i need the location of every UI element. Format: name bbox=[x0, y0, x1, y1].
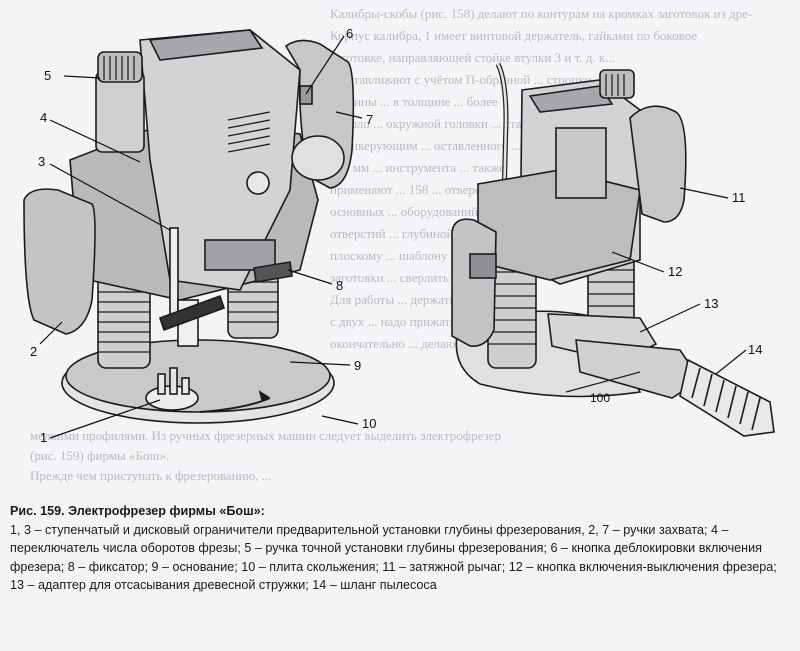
depth-rod bbox=[169, 227, 179, 319]
callout-1: 1 bbox=[40, 430, 47, 445]
callout-5: 5 bbox=[44, 68, 51, 83]
left-column-spring bbox=[97, 267, 151, 369]
left-handle bbox=[23, 188, 96, 335]
bleed-line: 7–9 мм ... инструмента ... также bbox=[330, 160, 505, 175]
router-illustration: Калибры-скобы (рис. 158) делают по конту… bbox=[23, 6, 775, 490]
callout-14: 14 bbox=[748, 342, 762, 357]
bleed-line: нужно не менее 20 мм ... установить ... bbox=[30, 488, 245, 490]
bleed-line: мелкими профилями. Из ручных фрезерных м… bbox=[30, 428, 501, 443]
callout-6: 6 bbox=[346, 26, 353, 41]
caption-body: 1, 3 – ступенчатый и дисковый ограничите… bbox=[10, 522, 777, 593]
bleed-line: глубины ... в толщине ... более bbox=[330, 94, 498, 109]
callout-2: 2 bbox=[30, 344, 37, 359]
speed-switch-dial bbox=[246, 171, 270, 195]
switch-handle bbox=[451, 218, 497, 347]
right-router bbox=[451, 62, 775, 437]
bleed-line: Корпус калибра, 1 имеет винтовой держате… bbox=[330, 28, 697, 43]
callout-13: 13 bbox=[704, 296, 718, 311]
bleed-line: Калибры-скобы (рис. 158) делают по конту… bbox=[330, 6, 752, 21]
leader-lines bbox=[39, 35, 747, 439]
left-router bbox=[23, 29, 355, 424]
callout-8: 8 bbox=[336, 278, 343, 293]
callout-numbers: 5 4 3 6 7 8 9 10 1 2 11 12 13 14 100 bbox=[30, 26, 762, 445]
vacuum-hose bbox=[679, 358, 775, 437]
depth-adjust-knob bbox=[95, 51, 145, 153]
bleed-line: Прежде чем приступать к фрезерованию, ..… bbox=[30, 468, 271, 483]
power-switch bbox=[469, 253, 497, 279]
callout-12: 12 bbox=[668, 264, 682, 279]
callout-4: 4 bbox=[40, 110, 47, 125]
unlock-button bbox=[299, 85, 313, 105]
caption-title: Рис. 159. Электрофрезер фирмы «Бош»: bbox=[10, 504, 265, 518]
callout-9: 9 bbox=[354, 358, 361, 373]
callout-10: 10 bbox=[362, 416, 376, 431]
callout-7: 7 bbox=[366, 112, 373, 127]
clamp-lever bbox=[253, 261, 293, 283]
bleed-line: (рис. 159) фирмы «Бош». bbox=[30, 448, 169, 463]
clamp-lever-handle bbox=[629, 105, 687, 223]
bleed-line: применяют ... 158 ... отверстия bbox=[330, 182, 499, 197]
bleed-line: изготавливают с учётом П-образной ... ст… bbox=[330, 72, 592, 87]
figure-caption: Рис. 159. Электрофрезер фирмы «Бош»: 1, … bbox=[10, 502, 792, 595]
dimension-label: 100 bbox=[590, 391, 610, 405]
callout-11: 11 bbox=[732, 190, 746, 205]
callout-3: 3 bbox=[38, 154, 45, 169]
bleed-line: заготовке, направляющей стойке втулки 3 … bbox=[330, 50, 615, 65]
bleed-line: и зенкерующим ... оставленного ... шайба bbox=[330, 138, 560, 153]
bleed-line: Сверло ... окружной головки ... стали bbox=[330, 116, 535, 131]
